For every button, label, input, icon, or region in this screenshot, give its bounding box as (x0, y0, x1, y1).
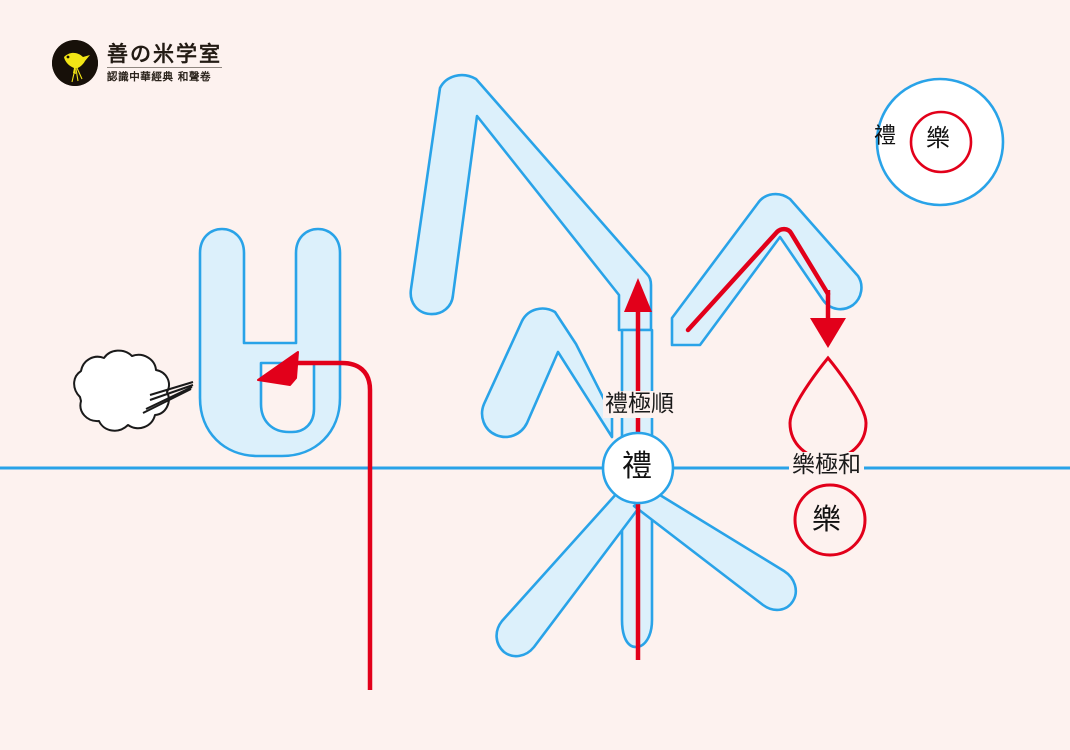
legend-inner-ring (909, 110, 973, 174)
red-down-arrow (685, 226, 846, 348)
label-yue-ji-he: 樂極和 (789, 452, 864, 479)
legend-circle (875, 77, 1005, 207)
logo-text-block: 善の米学室 認識中華經典 和聲卷 (107, 43, 222, 83)
legend-label-li: 禮 (874, 124, 897, 149)
blue-glyph-left (198, 227, 342, 458)
label-li-ji-shun: 禮極順 (603, 391, 676, 418)
cloud-puff-icon (73, 349, 194, 432)
red-curved-left-arrow (257, 351, 373, 690)
water-droplet-icon (788, 355, 868, 461)
site-logo: 善の米学室 認識中華經典 和聲卷 (52, 40, 222, 86)
node-label-yue: 樂 (812, 502, 842, 536)
logo-title: 善の米学室 (107, 41, 222, 69)
bird-in-circle-icon (52, 40, 98, 86)
logo-subtitle: 認識中華經典 和聲卷 (107, 71, 212, 84)
node-label-li: 禮 (622, 449, 652, 484)
node-circle-yue (793, 483, 867, 557)
legend-label-yue: 樂 (926, 124, 950, 152)
node-circle-li (601, 431, 675, 505)
